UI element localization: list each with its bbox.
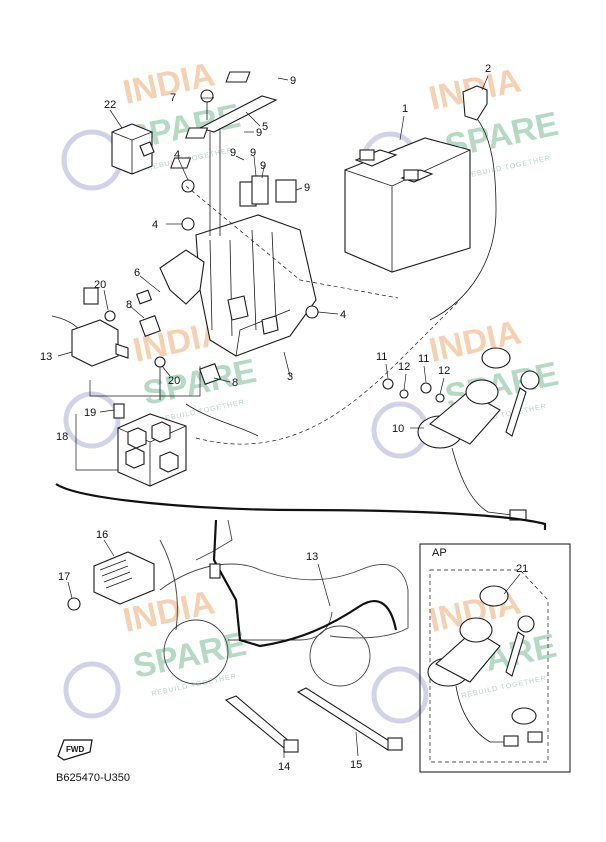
watermark-bottom-left: INDIA SPARE REBUILD TOGETHER bbox=[63, 583, 250, 719]
battery-terminal-cover bbox=[429, 85, 497, 321]
forward-arrow-icon: FWD bbox=[57, 739, 93, 761]
callout-13-a: 13 bbox=[40, 351, 52, 363]
callout-18: 18 bbox=[56, 431, 68, 443]
callout-8-b: 8 bbox=[232, 377, 238, 389]
fuse-box-wire bbox=[185, 403, 259, 437]
battery bbox=[344, 137, 471, 273]
callout-9-c: 9 bbox=[230, 147, 236, 159]
starter-relay bbox=[111, 123, 155, 175]
callout-12-b: 12 bbox=[438, 365, 450, 377]
callout-1: 1 bbox=[402, 103, 408, 115]
box-outline-dash bbox=[185, 185, 399, 299]
fuse-box bbox=[113, 403, 187, 487]
ap-label: AP bbox=[432, 547, 447, 559]
callout-14: 14 bbox=[278, 761, 290, 773]
callout-9-a: 9 bbox=[290, 75, 296, 87]
main-switch-ap bbox=[427, 585, 543, 747]
callout-22: 22 bbox=[104, 99, 116, 111]
callout-4-a: 4 bbox=[174, 149, 180, 161]
fuse-group-bracket bbox=[75, 414, 118, 471]
callout-6: 6 bbox=[134, 267, 140, 279]
vehicle-outline bbox=[159, 519, 409, 687]
callout-7: 7 bbox=[170, 92, 176, 104]
fwd-label: FWD bbox=[66, 745, 84, 754]
callout-9-b: 9 bbox=[256, 127, 262, 139]
diagram-code: B625470-U350 bbox=[56, 772, 131, 784]
callout-9-f: 9 bbox=[304, 182, 310, 194]
cable-tie-14-head bbox=[283, 739, 299, 753]
callout-20-a: 20 bbox=[94, 279, 106, 291]
battery-band bbox=[198, 95, 278, 236]
rectifier-regulator bbox=[93, 551, 155, 605]
callout-12-a: 12 bbox=[398, 361, 410, 373]
callout-21: 21 bbox=[516, 563, 528, 575]
callout-11-a: 11 bbox=[376, 351, 387, 363]
section-divider bbox=[55, 483, 547, 530]
callout-5: 5 bbox=[262, 121, 268, 133]
callout-2: 2 bbox=[485, 63, 491, 75]
callout-3: 3 bbox=[287, 371, 293, 383]
harness-connector bbox=[209, 563, 221, 579]
callout-10: 10 bbox=[392, 423, 404, 435]
callout-9-d: 9 bbox=[250, 147, 256, 159]
callout-8-a: 8 bbox=[126, 299, 132, 311]
bolt-17 bbox=[67, 597, 81, 611]
callout-4-c: 4 bbox=[340, 309, 346, 321]
bracket bbox=[135, 249, 221, 385]
callout-16: 16 bbox=[96, 529, 108, 541]
ap-dashed-outline bbox=[429, 569, 549, 763]
callout-19: 19 bbox=[84, 407, 96, 419]
callout-13-b: 13 bbox=[306, 551, 318, 563]
bolt-20 bbox=[104, 310, 166, 400]
harness-13 bbox=[212, 519, 398, 648]
fuel-injection-relay bbox=[51, 287, 129, 367]
harness-outline bbox=[195, 299, 461, 445]
cable-tie-15-head bbox=[387, 737, 403, 751]
callout-15: 15 bbox=[350, 759, 362, 771]
callout-17: 17 bbox=[58, 571, 70, 583]
callout-11-b: 11 bbox=[418, 353, 429, 365]
battery-box bbox=[195, 214, 317, 357]
ap-frame bbox=[419, 543, 571, 773]
damper-pads bbox=[170, 71, 297, 207]
callout-labels: 1 2 3 4 4 4 5 6 7 8 8 9 9 9 9 9 9 10 11 … bbox=[40, 63, 528, 773]
cable-tie-14 bbox=[224, 695, 291, 749]
callout-20-b: 20 bbox=[168, 375, 180, 387]
bolts bbox=[181, 89, 319, 319]
main-switch bbox=[382, 347, 540, 521]
cable-tie-15 bbox=[296, 687, 395, 751]
switch-group-bracket bbox=[89, 366, 201, 397]
leader-lines bbox=[57, 75, 521, 758]
callout-4-b: 4 bbox=[152, 219, 158, 231]
callout-9-e: 9 bbox=[260, 160, 266, 172]
